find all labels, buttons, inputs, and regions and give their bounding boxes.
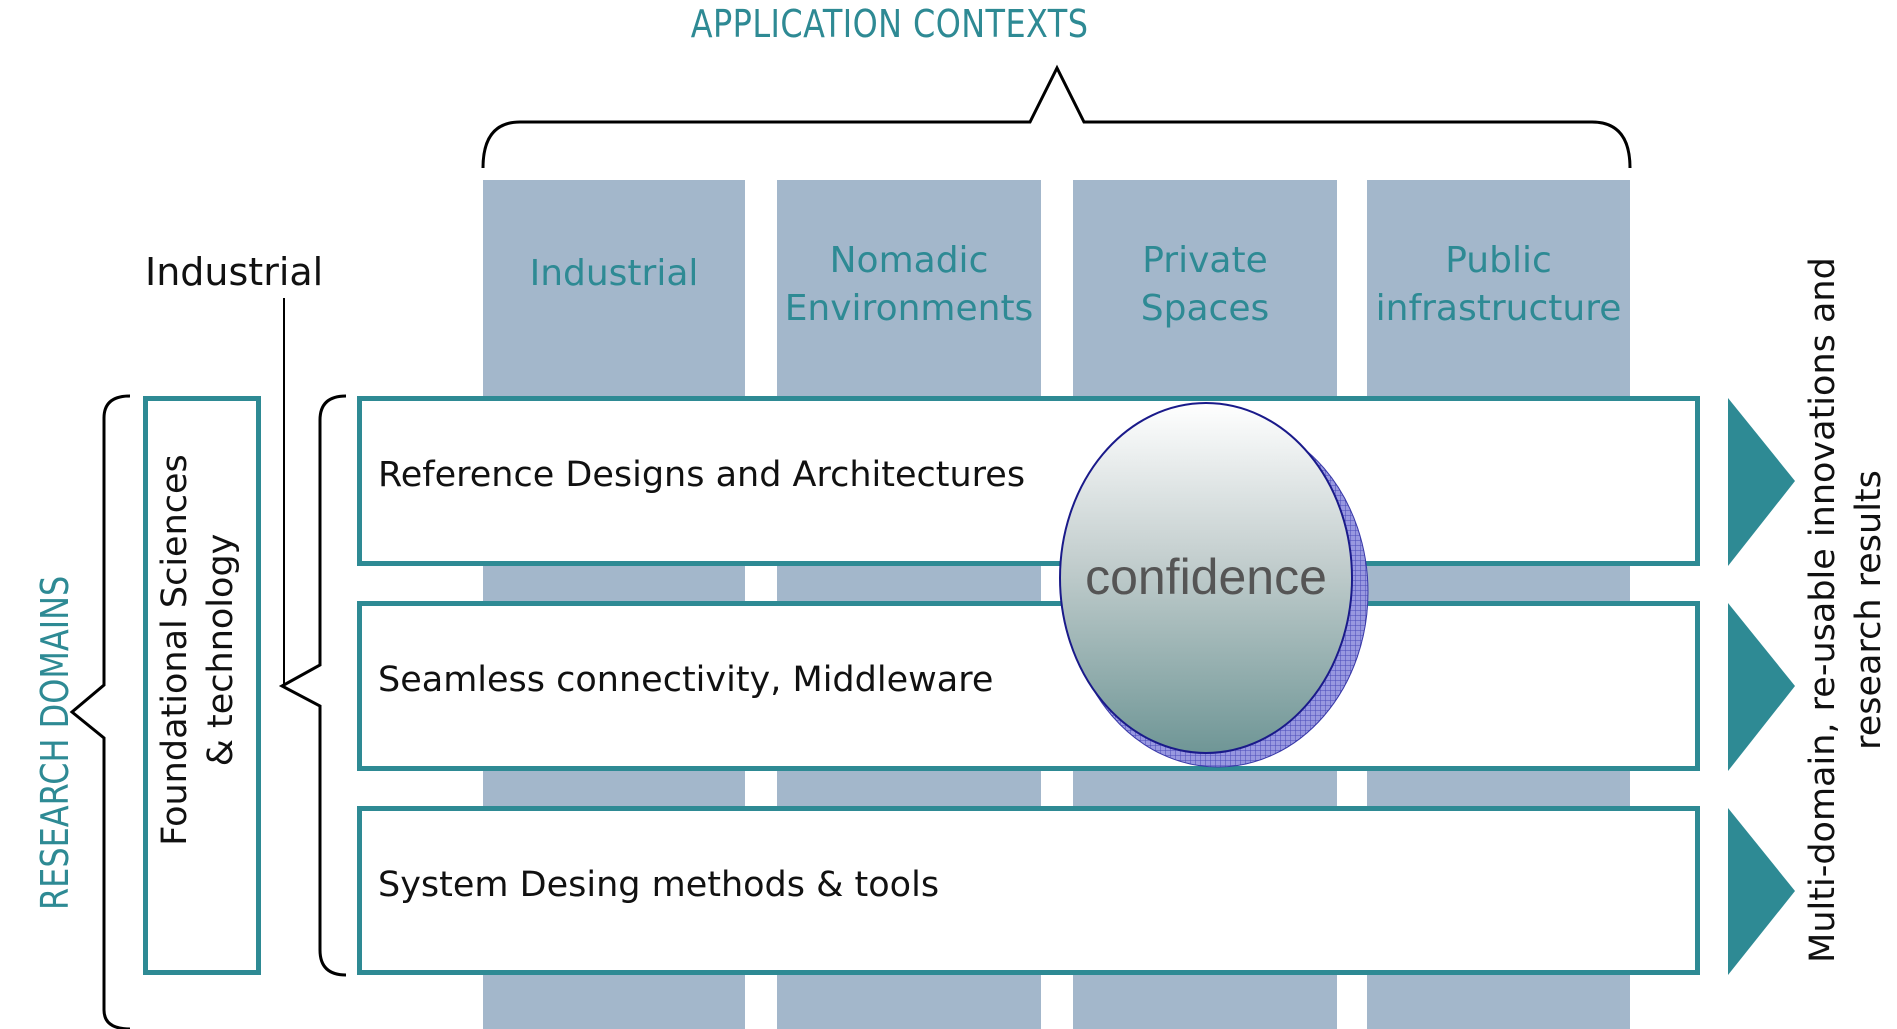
column-label-line: Spaces xyxy=(1140,288,1270,329)
research-domains-title: RESEARCH DOMAINS xyxy=(33,575,77,910)
foundational-line-1: Foundational Sciences xyxy=(155,454,195,846)
research-domains-brace xyxy=(69,394,131,1029)
application-contexts-title: APPLICATION CONTEXTS xyxy=(690,2,1089,46)
row-reference-designs xyxy=(357,396,1700,566)
top-brace xyxy=(481,64,1632,169)
column-label-line: Nomadic xyxy=(829,240,989,281)
row-seamless-connectivity xyxy=(357,601,1700,771)
column-label-line: infrastructure xyxy=(1375,288,1622,329)
confidence-ellipse xyxy=(1059,402,1353,754)
row-system-design xyxy=(357,806,1700,975)
row-label-seamless: Seamless connectivity, Middleware xyxy=(378,660,994,700)
column-label-line: Environments xyxy=(784,288,1034,329)
arrow-row-1 xyxy=(1728,398,1795,566)
column-label-line: Public xyxy=(1445,240,1552,281)
foundational-line-2: & technology xyxy=(201,533,241,767)
row-label-system: System Desing methods & tools xyxy=(378,865,940,905)
foundational-text: Foundational Sciences & technology xyxy=(152,400,244,900)
foundational-box xyxy=(143,396,261,975)
confidence-label: confidence xyxy=(1085,549,1327,605)
results-text: Multi-domain, re-usable innovations and … xyxy=(1800,220,1892,1000)
column-label-public: Public infrastructure xyxy=(1367,237,1630,333)
column-label-line: Industrial xyxy=(529,253,699,294)
column-label-line: Private xyxy=(1142,240,1268,281)
arrow-row-3 xyxy=(1728,808,1795,975)
results-line-1: Multi-domain, re-usable innovations and xyxy=(1803,257,1843,963)
column-label-private: Private Spaces xyxy=(1073,237,1337,333)
industrial-label: Industrial xyxy=(145,250,324,294)
rows-brace xyxy=(278,394,347,977)
arrow-row-2 xyxy=(1728,603,1795,771)
results-line-2: research results xyxy=(1849,470,1889,750)
column-label-nomadic: Nomadic Environments xyxy=(777,237,1041,333)
column-label-industrial: Industrial xyxy=(483,250,745,298)
row-label-reference: Reference Designs and Architectures xyxy=(378,455,1026,495)
